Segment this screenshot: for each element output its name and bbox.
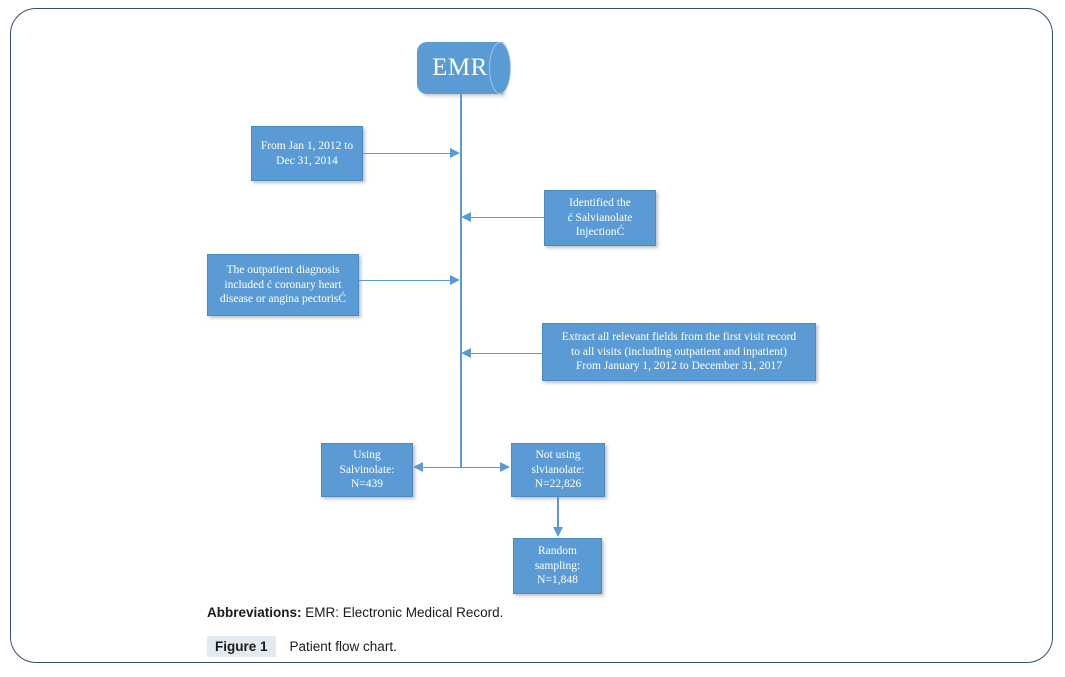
flow-diagram: EMR From Jan 1, 2012 to Dec 31, 2014 Ide… <box>11 9 1065 609</box>
node-random-count: N=1,848 <box>537 574 578 587</box>
connector-outpatient <box>359 279 451 282</box>
figure-frame: EMR From Jan 1, 2012 to Dec 31, 2014 Ide… <box>10 8 1053 663</box>
node-using-salvinolate: Using Salvinolate: N=439 <box>321 443 413 497</box>
abbreviations-text: EMR: Electronic Medical Record. <box>305 605 504 620</box>
node-using-line-1: Using <box>353 449 381 462</box>
spine-connector <box>460 94 462 467</box>
cylinder-cap-icon <box>489 42 511 94</box>
connector-date-range <box>363 152 451 155</box>
arrow-right-icon <box>450 275 460 285</box>
figure-number-tag: Figure 1 <box>207 636 276 657</box>
node-identified-line-1: Identified the <box>569 197 631 210</box>
node-random-line-2: sampling: <box>534 559 581 572</box>
figure-caption-block: Abbreviations: EMR: Electronic Medical R… <box>207 605 503 657</box>
connector-extract <box>471 352 542 355</box>
node-using-count: N=439 <box>350 478 384 491</box>
node-date-range-line-1: From Jan 1, 2012 to <box>260 140 354 153</box>
node-emr: EMR <box>417 42 511 94</box>
node-random-line-1: Random <box>538 545 577 558</box>
node-not-using-line-1: Not using <box>535 449 581 462</box>
node-using-line-2: Salvinolate: <box>339 463 395 476</box>
connector-split <box>423 466 501 469</box>
node-outpatient-line-2: included ć coronary heart <box>224 278 342 291</box>
abbreviations-line: Abbreviations: EMR: Electronic Medical R… <box>207 605 503 620</box>
abbreviations-label: Abbreviations: <box>207 605 302 620</box>
connector-random-sampling <box>557 497 559 528</box>
node-identified-line-2: ć Salvianolate <box>567 211 633 224</box>
node-identified-injection: Identified the ć Salvianolate InjectionĆ <box>544 190 656 246</box>
arrow-left-icon <box>461 348 471 358</box>
arrow-down-icon <box>552 527 563 537</box>
node-extract-line-3: From January 1, 2012 to December 31, 201… <box>575 360 782 373</box>
node-outpatient-line-3: disease or angina pectorisĆ <box>219 293 347 306</box>
node-emr-label: EMR <box>432 54 488 81</box>
node-extract-fields: Extract all relevant fields from the fir… <box>542 323 816 381</box>
connector-identified <box>471 216 544 219</box>
figure-number-line: Figure 1 Patient flow chart. <box>207 636 503 657</box>
node-not-using-salvianolate: Not using slvianolate: N=22,826 <box>511 443 605 497</box>
node-date-range: From Jan 1, 2012 to Dec 31, 2014 <box>251 126 363 181</box>
node-identified-line-3: InjectionĆ <box>575 226 625 239</box>
node-not-using-line-2: slvianolate: <box>531 463 585 476</box>
node-outpatient-line-1: The outpatient diagnosis <box>226 264 340 277</box>
arrow-left-icon <box>461 212 471 222</box>
figure-caption-text: Patient flow chart. <box>289 639 397 654</box>
node-outpatient-diagnosis: The outpatient diagnosis included ć coro… <box>207 254 359 316</box>
node-date-range-line-2: Dec 31, 2014 <box>276 154 338 167</box>
node-not-using-count: N=22,826 <box>534 478 582 491</box>
node-extract-line-2: to all visits (including outpatient and … <box>571 345 787 358</box>
arrow-left-icon <box>413 462 423 472</box>
node-random-sampling: Random sampling: N=1,848 <box>513 538 602 594</box>
node-extract-line-1: Extract all relevant fields from the fir… <box>561 331 797 344</box>
arrow-right-icon <box>500 462 510 472</box>
arrow-right-icon <box>450 148 460 158</box>
